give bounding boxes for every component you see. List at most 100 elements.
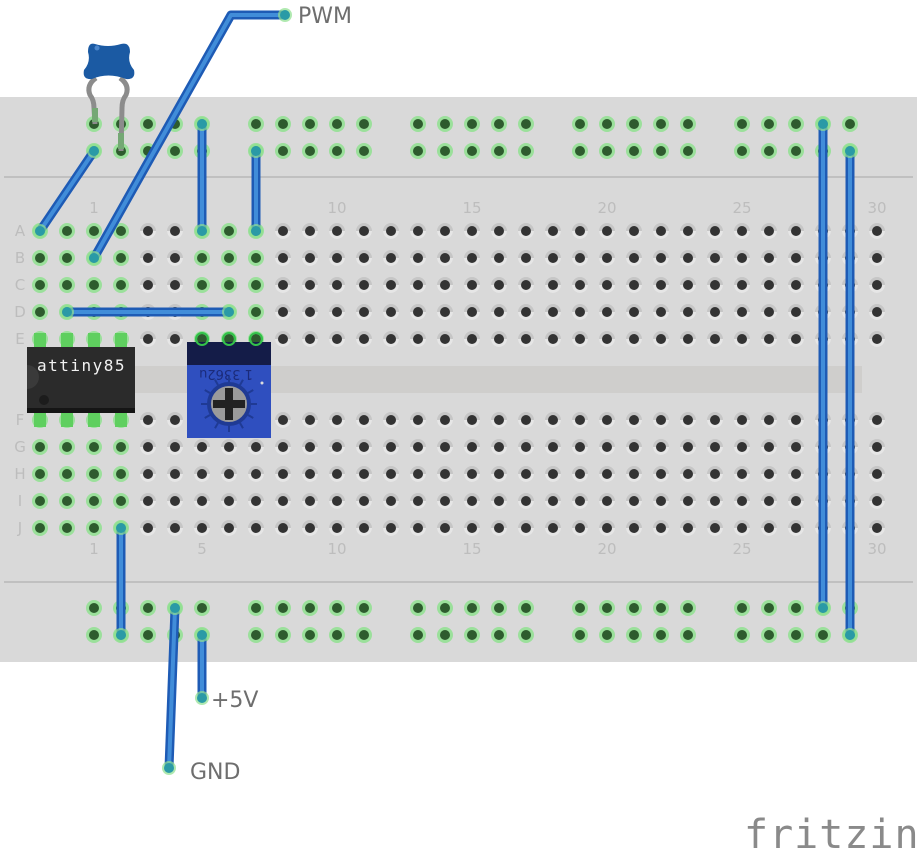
hole-J16[interactable] xyxy=(491,520,507,536)
hole-C21[interactable] xyxy=(626,277,642,293)
rail-top-hole[interactable] xyxy=(626,143,642,159)
hole-J21[interactable] xyxy=(626,520,642,536)
hole-B12[interactable] xyxy=(383,250,399,266)
hole-H4[interactable] xyxy=(167,466,183,482)
hole-B24[interactable] xyxy=(707,250,723,266)
hole-A13[interactable] xyxy=(410,223,426,239)
hole-J19[interactable] xyxy=(572,520,588,536)
hole-J17[interactable] xyxy=(518,520,534,536)
hole-D-1[interactable] xyxy=(32,304,48,320)
hole-E23[interactable] xyxy=(680,331,696,347)
hole-C3[interactable] xyxy=(140,277,156,293)
rail-top-hole[interactable] xyxy=(356,116,372,132)
wire-j2-rail[interactable] xyxy=(114,521,128,642)
hole-F27[interactable] xyxy=(788,412,804,428)
hole-J12[interactable] xyxy=(383,520,399,536)
hole-G7[interactable] xyxy=(248,439,264,455)
hole-G8[interactable] xyxy=(275,439,291,455)
hole-C16[interactable] xyxy=(491,277,507,293)
hole-B-1[interactable] xyxy=(32,250,48,266)
rail-top-hole[interactable] xyxy=(518,143,534,159)
rail-top-hole[interactable] xyxy=(761,116,777,132)
hole-H27[interactable] xyxy=(788,466,804,482)
hole-A1[interactable] xyxy=(86,223,102,239)
hole-A16[interactable] xyxy=(491,223,507,239)
hole-J11[interactable] xyxy=(356,520,372,536)
rail-bottom-hole[interactable] xyxy=(410,600,426,616)
hole-I8[interactable] xyxy=(275,493,291,509)
hole-C20[interactable] xyxy=(599,277,615,293)
hole-J0[interactable] xyxy=(59,520,75,536)
hole-G1[interactable] xyxy=(86,439,102,455)
rail-top-hole[interactable] xyxy=(734,143,750,159)
hole-F12[interactable] xyxy=(383,412,399,428)
hole-G3[interactable] xyxy=(140,439,156,455)
hole-C9[interactable] xyxy=(302,277,318,293)
hole-J9[interactable] xyxy=(302,520,318,536)
hole-C12[interactable] xyxy=(383,277,399,293)
hole-I21[interactable] xyxy=(626,493,642,509)
hole-J8[interactable] xyxy=(275,520,291,536)
hole-E14[interactable] xyxy=(437,331,453,347)
hole-H8[interactable] xyxy=(275,466,291,482)
hole-C14[interactable] xyxy=(437,277,453,293)
hole-I4[interactable] xyxy=(167,493,183,509)
hole-A26[interactable] xyxy=(761,223,777,239)
hole-I10[interactable] xyxy=(329,493,345,509)
rail-top-hole[interactable] xyxy=(518,116,534,132)
hole-H21[interactable] xyxy=(626,466,642,482)
rail-top-hole[interactable] xyxy=(653,143,669,159)
hole-I2[interactable] xyxy=(113,493,129,509)
hole-H7[interactable] xyxy=(248,466,264,482)
hole-H5[interactable] xyxy=(194,466,210,482)
hole-C8[interactable] xyxy=(275,277,291,293)
rail-bottom-hole[interactable] xyxy=(248,627,264,643)
hole-B30[interactable] xyxy=(869,250,885,266)
hole-A27[interactable] xyxy=(788,223,804,239)
hole-F19[interactable] xyxy=(572,412,588,428)
hole-B11[interactable] xyxy=(356,250,372,266)
hole-E20[interactable] xyxy=(599,331,615,347)
hole-J-1[interactable] xyxy=(32,520,48,536)
hole-E3[interactable] xyxy=(140,331,156,347)
hole-G25[interactable] xyxy=(734,439,750,455)
wire-rail-29[interactable] xyxy=(843,144,857,642)
hole-C25[interactable] xyxy=(734,277,750,293)
rail-bottom-hole[interactable] xyxy=(788,600,804,616)
hole-D14[interactable] xyxy=(437,304,453,320)
hole-I7[interactable] xyxy=(248,493,264,509)
hole-D27[interactable] xyxy=(788,304,804,320)
hole-A22[interactable] xyxy=(653,223,669,239)
rail-top-hole[interactable] xyxy=(599,143,615,159)
hole-C15[interactable] xyxy=(464,277,480,293)
rail-bottom-hole[interactable] xyxy=(491,600,507,616)
hole-J3[interactable] xyxy=(140,520,156,536)
rail-bottom-hole[interactable] xyxy=(86,600,102,616)
wire-d0-d6[interactable] xyxy=(60,305,236,319)
hole-G11[interactable] xyxy=(356,439,372,455)
hole-E18[interactable] xyxy=(545,331,561,347)
hole-E17[interactable] xyxy=(518,331,534,347)
rail-bottom-hole[interactable] xyxy=(140,627,156,643)
rail-top-hole[interactable] xyxy=(572,116,588,132)
hole-A21[interactable] xyxy=(626,223,642,239)
hole-J14[interactable] xyxy=(437,520,453,536)
hole-I27[interactable] xyxy=(788,493,804,509)
rail-bottom-hole[interactable] xyxy=(653,600,669,616)
wire-5v[interactable] xyxy=(195,628,209,705)
hole-E27[interactable] xyxy=(788,331,804,347)
hole-G14[interactable] xyxy=(437,439,453,455)
rail-bottom-hole[interactable] xyxy=(356,600,372,616)
hole-C-1[interactable] xyxy=(32,277,48,293)
hole-G30[interactable] xyxy=(869,439,885,455)
rail-bottom-hole[interactable] xyxy=(140,600,156,616)
hole-B15[interactable] xyxy=(464,250,480,266)
hole-D19[interactable] xyxy=(572,304,588,320)
hole-E9[interactable] xyxy=(302,331,318,347)
hole-D23[interactable] xyxy=(680,304,696,320)
rail-top-hole[interactable] xyxy=(356,143,372,159)
hole-G16[interactable] xyxy=(491,439,507,455)
hole-J13[interactable] xyxy=(410,520,426,536)
hole-E19[interactable] xyxy=(572,331,588,347)
hole-E21[interactable] xyxy=(626,331,642,347)
